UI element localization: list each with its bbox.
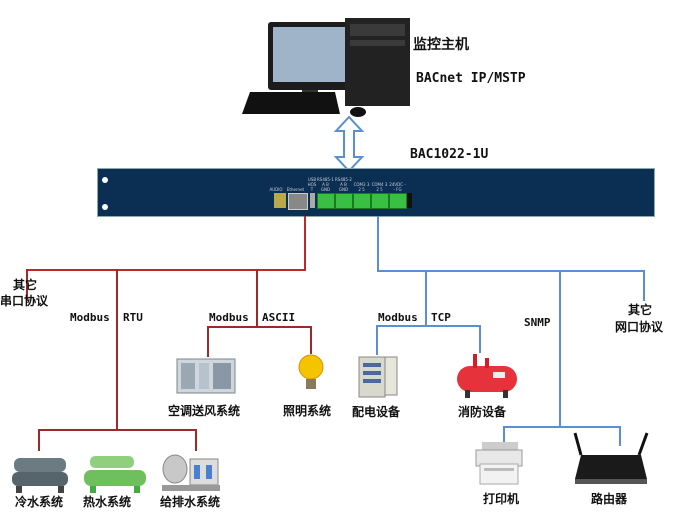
port-label: COM4 3 2 5 xyxy=(371,182,388,192)
host-protocol: BACnet IP/MSTP xyxy=(416,71,526,86)
device-label-air-handling: 空调送风系统 xyxy=(168,404,241,418)
printer-icon xyxy=(475,442,523,485)
device-label-lighting: 照明系统 xyxy=(283,404,332,418)
mount-hole xyxy=(102,204,108,210)
router-icon xyxy=(573,432,649,484)
device-label-printer: 打印机 xyxy=(483,492,520,506)
other-network-label: 网口协议 xyxy=(615,320,664,334)
water-pump-icon xyxy=(162,454,220,491)
heater-icon xyxy=(84,456,146,493)
mount-hole xyxy=(102,177,108,183)
port-label: AUDIO xyxy=(269,187,283,192)
modbus-rtu-label: Modbus RTU xyxy=(70,311,143,324)
modbus-ascii-label: Modbus ASCII xyxy=(209,311,296,324)
rs485-1-terminal xyxy=(317,193,335,209)
audio-port xyxy=(274,193,286,208)
port-label: RS485-2 A B GND xyxy=(335,177,352,192)
port-label: 24VDC - - FG xyxy=(389,182,406,192)
distribution-cabinet-icon xyxy=(358,356,398,398)
port-label: COM3 3 2 5 xyxy=(353,182,370,192)
device-label-chilled-water: 冷水系统 xyxy=(15,495,64,509)
ethernet-port xyxy=(288,193,308,210)
host-name: 监控主机 xyxy=(413,37,469,53)
chiller-icon xyxy=(12,458,68,493)
fire-tank-icon xyxy=(457,354,517,398)
com4-terminal xyxy=(371,193,389,209)
device-label-router: 路由器 xyxy=(591,492,628,506)
device-label-water-supply: 给排水系统 xyxy=(160,495,221,509)
port-label: USB HOST xyxy=(307,177,317,192)
other-serial-label: 串口协议 xyxy=(0,294,49,308)
other-network-label: 其它 xyxy=(628,303,653,317)
port-label: Ethernet xyxy=(286,187,305,192)
device-model: BAC1022-1U xyxy=(410,147,489,162)
air-handler-icon xyxy=(176,358,236,394)
status-led xyxy=(407,193,412,208)
power-terminal xyxy=(389,193,407,209)
device-label-fire-protection: 消防设备 xyxy=(458,405,507,419)
other-serial-label: 其它 xyxy=(13,278,38,292)
computer-icon xyxy=(242,18,410,117)
bac1022-device-panel: AUDIO Ethernet USB HOST RS485-1 A B GND … xyxy=(97,168,655,217)
device-label-power-distribution: 配电设备 xyxy=(352,405,401,419)
light-bulb-icon xyxy=(298,354,324,389)
double-arrow-icon xyxy=(334,115,364,173)
device-label-hot-water: 热水系统 xyxy=(83,495,132,509)
rs485-2-terminal xyxy=(335,193,353,209)
modbus-tcp-label: Modbus TCP xyxy=(378,311,451,324)
snmp-label: SNMP xyxy=(524,316,551,329)
com3-terminal xyxy=(353,193,371,209)
port-label: RS485-1 A B GND xyxy=(317,177,334,192)
usb-port xyxy=(310,193,315,208)
